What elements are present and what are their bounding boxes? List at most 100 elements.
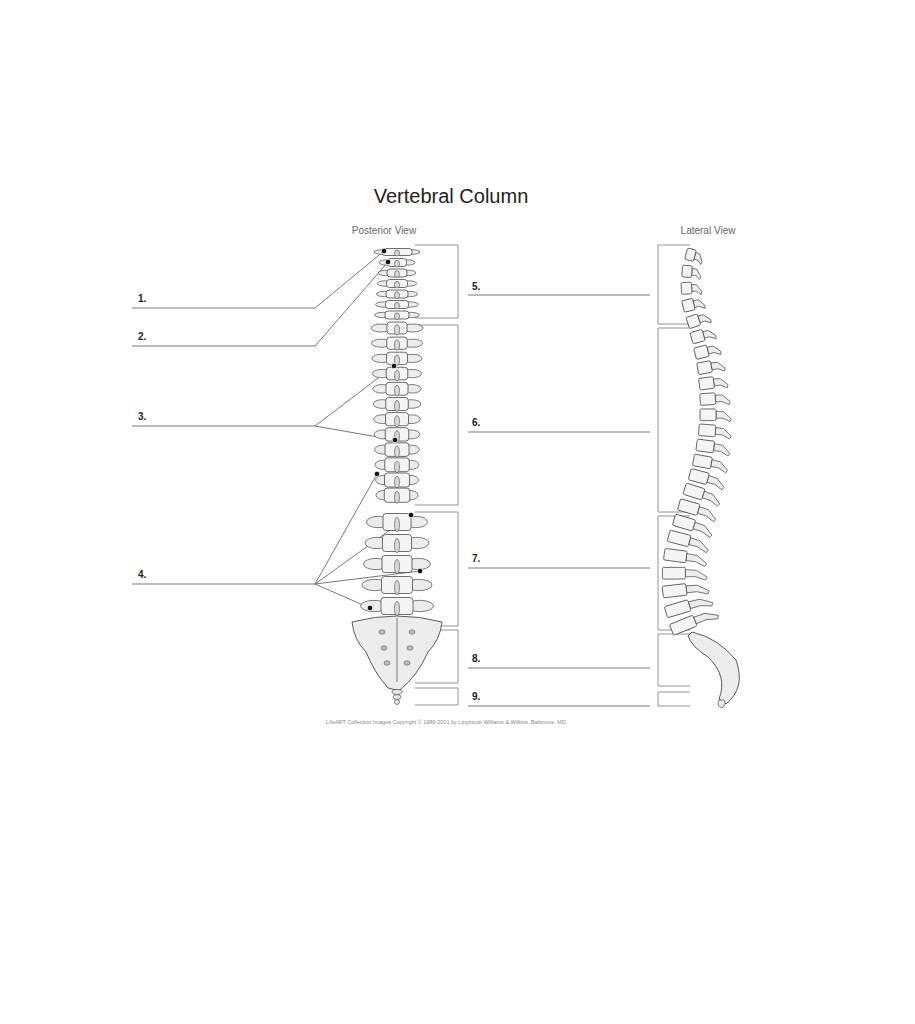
spinous-process: [395, 400, 400, 411]
answer-line: [468, 568, 650, 569]
region-bracket: [415, 325, 458, 505]
vertebra: [362, 577, 432, 595]
vertebral-body: [690, 329, 705, 344]
spinous-process: [691, 268, 701, 279]
spinous-process: [395, 446, 400, 457]
vertebral-body: [699, 377, 715, 390]
callout-number: 7.: [472, 553, 480, 565]
vertebral-body: [677, 499, 700, 516]
vertebra: [662, 581, 709, 599]
vertebra: [669, 606, 719, 636]
callout-number: 9.: [472, 691, 480, 703]
vertebra: [375, 458, 419, 473]
lamina: [385, 311, 409, 319]
callout-number: 8.: [472, 653, 480, 665]
spinous-process: [395, 292, 400, 299]
vertebra: [376, 301, 419, 310]
vertebral-body: [672, 514, 695, 531]
vertebral-body: [685, 248, 697, 262]
marker-dot: [381, 248, 387, 254]
coccyx-segment: [392, 690, 402, 695]
vertebra: [694, 342, 722, 361]
vertebral-body: [667, 530, 691, 547]
vertebra: [699, 375, 729, 391]
sacral-foramen: [404, 661, 410, 665]
vertebra: [663, 548, 708, 566]
vertebral-body: [694, 345, 710, 360]
marker-dot: [417, 568, 423, 574]
vertebra: [379, 259, 415, 268]
vertebra: [682, 296, 706, 314]
spinous-process: [395, 271, 400, 278]
vertebra: [372, 352, 422, 365]
view-label: Posterior View: [352, 225, 416, 237]
vertebra: [684, 248, 704, 265]
view-label: Lateral View: [681, 225, 736, 237]
vertebral-body: [683, 483, 705, 500]
vertebra: [376, 488, 418, 503]
vertebral-body: [698, 424, 715, 437]
leader-line: [132, 426, 315, 427]
leader-line: [315, 426, 395, 440]
spinous-process: [713, 377, 728, 389]
callout-number: 4.: [138, 569, 146, 581]
vertebral-body: [697, 361, 713, 375]
vertebra: [371, 322, 423, 335]
spinous-process: [685, 554, 707, 567]
spinous-process: [715, 394, 730, 406]
leader-line: [315, 515, 411, 584]
lamina: [382, 249, 412, 256]
spinous-process: [395, 461, 400, 473]
spinous-process: [688, 595, 713, 612]
lamina: [386, 367, 408, 380]
spinous-process: [395, 580, 400, 594]
lamina: [385, 458, 410, 472]
copyright-note: LifeART Collection Images Copyright © 19…: [326, 719, 566, 725]
region-bracket: [415, 688, 458, 705]
lamina: [387, 352, 408, 364]
leader-line: [132, 308, 315, 309]
vertebra: [373, 382, 421, 396]
spinous-process: [696, 507, 717, 522]
lamina: [385, 443, 409, 457]
spinous-process: [711, 361, 726, 374]
vertebra: [375, 311, 420, 320]
spinous-process: [692, 522, 714, 538]
vertebra: [378, 269, 416, 278]
vertebral-body: [682, 265, 693, 277]
marker-dot: [408, 512, 414, 518]
vertebral-body: [688, 468, 709, 484]
coccyx: [718, 700, 725, 708]
lamina: [387, 269, 407, 277]
vertebra: [376, 473, 419, 488]
spinous-process: [686, 583, 710, 596]
vertebral-body: [692, 454, 712, 469]
sacral-foramen: [384, 661, 390, 665]
vertebra: [662, 567, 707, 580]
spinous-process: [395, 517, 400, 531]
vertebra: [364, 556, 431, 574]
spinous-process: [713, 444, 731, 457]
leader-line: [315, 366, 394, 426]
region-bracket: [658, 692, 690, 706]
sacral-foramen: [379, 630, 385, 634]
vertebra: [374, 428, 420, 442]
lamina: [386, 290, 408, 298]
vertebral-body: [663, 548, 687, 562]
spinous-process: [706, 476, 726, 491]
spinous-process: [395, 559, 400, 573]
spinous-process: [395, 260, 400, 267]
vertebral-body: [700, 409, 716, 421]
spinous-process: [395, 538, 400, 552]
spinous-process: [715, 427, 732, 439]
vertebra: [367, 514, 428, 532]
lamina: [385, 473, 410, 487]
spinous-process: [395, 491, 400, 503]
spinous-process: [694, 608, 720, 627]
lamina: [386, 301, 409, 309]
callout-number: 6.: [472, 417, 480, 429]
spinous-process: [395, 281, 400, 288]
spinous-process: [395, 302, 400, 309]
